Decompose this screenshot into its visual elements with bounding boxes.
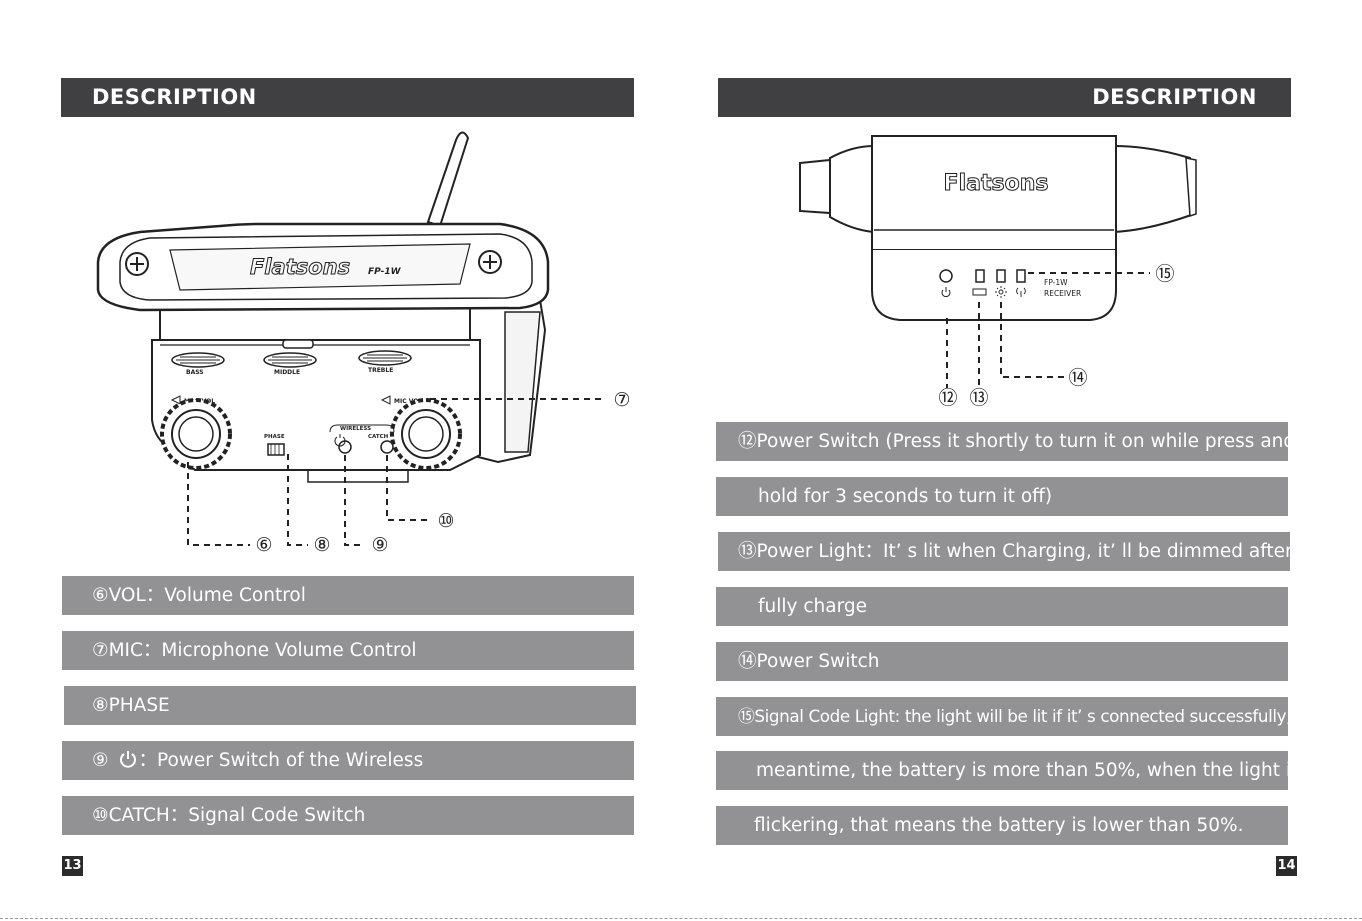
power-light-icon — [975, 269, 985, 283]
catch-button-icon — [380, 440, 394, 454]
usb-port-icon — [282, 339, 314, 349]
wireless-label: WIRELESS — [340, 426, 371, 432]
middle-label: MIDDLE — [274, 369, 300, 376]
catch-label: CATCH — [368, 434, 389, 440]
pickup-brand-logo: Flatsons — [250, 255, 350, 279]
desc-item-13: ⑬Power Light：It’ s lit when Charging, it… — [718, 532, 1290, 571]
receiver-diagram: Flatsons FP-1W RECEIVER ⑫ ⑬ ⑭ ⑮ — [799, 135, 1197, 409]
desc-text: PHASE — [108, 695, 170, 716]
desc-marker: ⑩ — [92, 805, 109, 826]
signal-light-icon — [1016, 269, 1026, 283]
mag-volume-wheel-icon — [160, 398, 232, 470]
callout-7: ⑦ — [613, 389, 630, 411]
callout-6: ⑥ — [255, 534, 272, 556]
callout-14: ⑭ — [1068, 367, 1087, 389]
treble-knob-icon — [358, 350, 412, 366]
pickup-diagram: Flatsons FP-1W BASS MIDDLE TREBLE MAG VO… — [96, 131, 631, 556]
desc-item-12: ⑫Power Switch (Press it shortly to turn … — [716, 422, 1288, 461]
middle-knob-icon — [263, 352, 317, 368]
desc-item-6: ⑥VOL：Volume Control — [62, 576, 634, 615]
desc-marker: ⑦ — [92, 640, 109, 661]
callout-12: ⑫ — [938, 387, 957, 409]
desc-item-15: ⑮Signal Code Light: the light will be li… — [716, 697, 1288, 736]
page-number-right: 14 — [1276, 856, 1297, 876]
callout-15: ⑮ — [1155, 263, 1174, 285]
antenna-icon — [426, 131, 470, 228]
receiver-brand-logo: Flatsons — [944, 171, 1049, 196]
bass-knob-icon — [171, 352, 225, 368]
desc-item-13-cont: fully charge — [716, 587, 1288, 626]
desc-item-15-cont: meantime, the battery is more than 50%, … — [716, 751, 1288, 790]
desc-text: CATCH：Signal Code Switch — [108, 805, 366, 826]
right-page-header: DESCRIPTION — [718, 78, 1291, 117]
power-icon — [120, 751, 137, 768]
mic-volume-wheel-icon — [390, 398, 462, 470]
wireless-power-button-icon — [334, 434, 352, 454]
screw-icon — [125, 252, 149, 276]
screw-icon — [478, 250, 502, 274]
left-page-header: DESCRIPTION — [61, 78, 634, 117]
desc-item-10: ⑩CATCH：Signal Code Switch — [62, 796, 634, 835]
desc-marker: ⑨ — [92, 750, 109, 771]
desc-item-9: ⑨ ：Power Switch of the Wireless — [62, 741, 634, 780]
callout-10: ⑩ — [437, 510, 454, 532]
desc-item-7: ⑦MIC：Microphone Volume Control — [62, 631, 634, 670]
desc-text: VOL：Volume Control — [108, 585, 306, 606]
desc-item-14: ⑭Power Switch — [716, 642, 1288, 681]
sun-icon — [995, 286, 1007, 298]
power-button-icon — [939, 269, 953, 283]
callout-8: ⑧ — [313, 534, 330, 556]
pickup-model-label: FP-1W — [368, 267, 402, 277]
receiver-type-label: RECEIVER — [1044, 289, 1081, 298]
desc-marker: ⑧ — [92, 695, 109, 716]
phase-switch-icon — [267, 443, 285, 456]
desc-item-12-cont: hold for 3 seconds to turn it off) — [716, 477, 1288, 516]
phase-label: PHASE — [264, 434, 285, 440]
receiver-model-label: FP-1W — [1044, 278, 1068, 287]
desc-text: MIC：Microphone Volume Control — [108, 640, 417, 661]
bottom-dashed-rule — [0, 918, 1362, 919]
desc-item-8: ⑧PHASE — [64, 686, 636, 725]
antenna-signal-icon — [1016, 287, 1026, 297]
callout-9: ⑨ — [371, 534, 388, 556]
callout-13: ⑬ — [969, 387, 988, 409]
battery-icon — [972, 288, 987, 296]
desc-marker: ⑥ — [92, 585, 109, 606]
bass-label: BASS — [186, 369, 204, 376]
status-light-icon — [996, 269, 1006, 283]
desc-item-15-cont2: flickering, that means the battery is lo… — [716, 806, 1288, 845]
desc-text: ：Power Switch of the Wireless — [138, 750, 424, 771]
treble-label: TREBLE — [368, 367, 393, 374]
mic-vol-label: MIC VOL — [394, 398, 422, 405]
page-number-left: 13 — [62, 856, 83, 876]
